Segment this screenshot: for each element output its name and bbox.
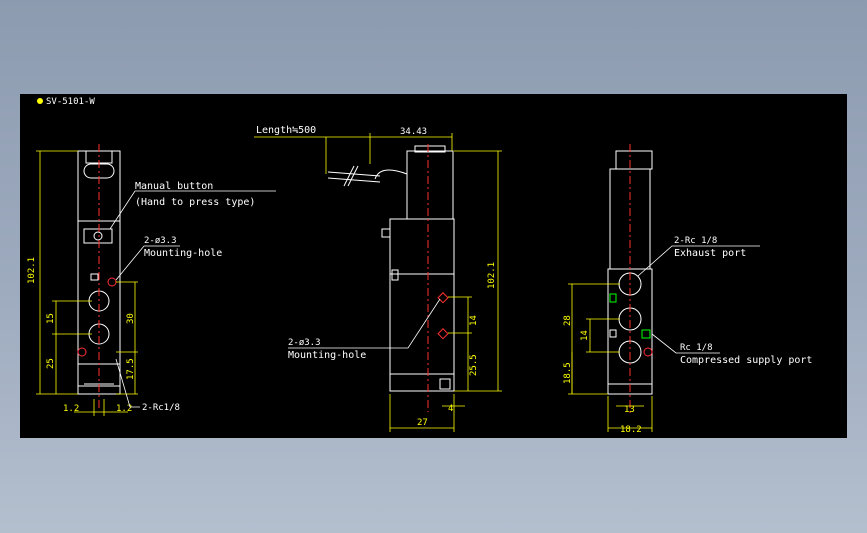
side-tab-icon xyxy=(381,228,391,238)
side-valve-body xyxy=(389,218,455,392)
side-mounting-sublabel: Mounting-hole xyxy=(288,350,366,361)
side-base-foot xyxy=(439,378,451,390)
side-labels: Length≒500 34.43 102.1 14 25.5 4 27 2-ø3… xyxy=(256,125,497,428)
back-mounting-hole-icon xyxy=(643,347,653,357)
front-dim-right-offset: 1.2 xyxy=(116,404,132,414)
manual-button-sublabel: (Hand to press type) xyxy=(135,197,255,208)
title-bullet-icon xyxy=(37,98,43,104)
side-dim-25-5: 25.5 xyxy=(469,354,479,376)
side-coil-body xyxy=(406,150,454,220)
side-dim-4: 4 xyxy=(448,404,453,414)
front-leaders xyxy=(109,190,276,408)
side-dim-27: 27 xyxy=(417,418,428,428)
back-fitting-1-icon xyxy=(609,293,617,303)
back-dim-18-5: 18.5 xyxy=(563,362,573,384)
side-dim-height: 102.1 xyxy=(487,262,497,289)
side-mounting-hole-lower-icon xyxy=(437,328,449,340)
back-coil-cap xyxy=(615,150,653,170)
front-dimensions xyxy=(36,150,138,416)
front-mounting-label: 2-ø3.3 xyxy=(144,236,177,246)
back-supply-label: Rc 1/8 xyxy=(680,343,713,353)
front-dim-height: 102.1 xyxy=(27,257,37,284)
front-small-marker xyxy=(90,273,99,281)
side-coil-cap xyxy=(414,145,446,153)
side-length-label: Length≒500 xyxy=(256,125,316,136)
drawing-title: SV-5101-W xyxy=(46,97,95,107)
front-dim-left-offset: 1.2 xyxy=(63,404,79,414)
front-labels: 102.1 15 25 30 17.5 1.2 1.2 Manual butto… xyxy=(27,181,255,414)
back-dim-28: 28 xyxy=(563,315,573,326)
front-view xyxy=(77,144,121,410)
manual-button-label: Manual button xyxy=(135,181,213,192)
cad-drawing-canvas[interactable]: SV-5101-W xyxy=(20,94,847,438)
front-port-label: 2-Rc1/8 xyxy=(142,403,180,413)
back-marker xyxy=(609,329,617,338)
back-dim-18-2: 18.2 xyxy=(620,425,642,435)
back-dim-13: 13 xyxy=(624,405,635,415)
front-mounting-hole-icon xyxy=(107,277,117,287)
side-mounting-label: 2-ø3.3 xyxy=(288,338,321,348)
front-mounting-hole-lower-icon xyxy=(77,347,87,357)
side-leaders xyxy=(288,298,441,349)
back-exhaust-sublabel: Exhaust port xyxy=(674,248,746,259)
side-cable xyxy=(374,169,408,180)
back-dimensions xyxy=(568,283,653,432)
back-leaders xyxy=(637,245,760,354)
front-dim-17-5: 17.5 xyxy=(126,358,136,380)
side-dim-14: 14 xyxy=(469,315,479,326)
back-exhaust-label: 2-Rc 1/8 xyxy=(674,236,717,246)
side-break-mark xyxy=(343,165,355,187)
back-fitting-2-icon xyxy=(641,329,651,339)
side-slot xyxy=(391,269,399,281)
side-dimensions xyxy=(254,133,502,432)
side-dim-34-43: 34.43 xyxy=(400,127,427,137)
back-supply-sublabel: Compressed supply port xyxy=(680,355,812,366)
side-mounting-hole-upper-icon xyxy=(437,292,449,304)
front-dim-15: 15 xyxy=(46,313,56,324)
manual-button-icon xyxy=(83,228,113,244)
front-dim-30: 30 xyxy=(126,313,136,324)
front-mounting-sublabel: Mounting-hole xyxy=(144,248,222,259)
back-dim-14: 14 xyxy=(580,330,590,341)
back-view xyxy=(607,144,653,414)
back-labels: 28 14 18.5 13 18.2 2-Rc 1/8 Exhaust port… xyxy=(563,236,812,435)
front-dim-25: 25 xyxy=(46,358,56,369)
title-block: SV-5101-W xyxy=(37,97,95,107)
side-view xyxy=(327,144,455,412)
manual-button-knob-icon xyxy=(93,231,103,241)
side-cable-wire-2 xyxy=(327,177,381,183)
valve-drawing: SV-5101-W xyxy=(27,97,812,435)
